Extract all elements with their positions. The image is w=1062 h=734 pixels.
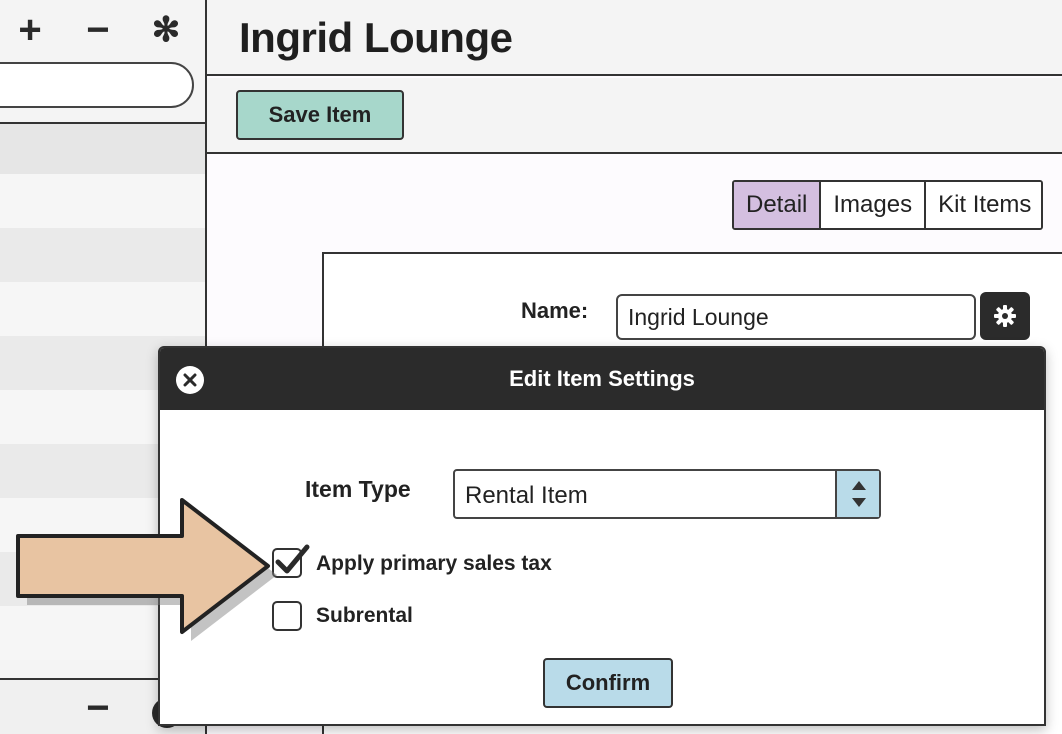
- checkmark-icon: [275, 544, 310, 574]
- close-icon: [183, 373, 197, 387]
- sidebar-search-input[interactable]: [0, 62, 194, 108]
- list-item[interactable]: [0, 174, 205, 228]
- bottom-remove-button[interactable]: −: [86, 686, 110, 730]
- modal-title: Edit Item Settings: [509, 366, 695, 391]
- list-header: [0, 124, 205, 174]
- item-type-value: Rental Item: [465, 482, 588, 509]
- item-type-label: Item Type: [305, 476, 411, 502]
- tab-kit-items[interactable]: Kit Items: [926, 182, 1042, 228]
- item-toolbar: Save Item: [207, 78, 1062, 154]
- apply-tax-checkbox[interactable]: [272, 544, 310, 578]
- close-button[interactable]: [176, 366, 204, 394]
- remove-button[interactable]: −: [86, 8, 110, 52]
- page-header: Ingrid Lounge: [207, 0, 1062, 76]
- subrental-checkbox[interactable]: [272, 601, 302, 631]
- edit-item-settings-modal: Edit Item Settings Item Type Rental Item…: [158, 346, 1046, 726]
- options-button[interactable]: ✻: [151, 11, 181, 49]
- sidebar-toolbar: + − ✻: [0, 0, 205, 60]
- tab-images[interactable]: Images: [821, 182, 927, 228]
- sidebar-divider: [0, 122, 205, 124]
- list-item[interactable]: [0, 228, 205, 282]
- name-label: Name:: [521, 298, 589, 323]
- settings-button[interactable]: [980, 292, 1030, 340]
- list-item[interactable]: [0, 282, 205, 336]
- modal-header: Edit Item Settings: [160, 348, 1044, 410]
- page-title: Ingrid Lounge: [239, 14, 513, 61]
- select-arrows[interactable]: [835, 471, 879, 517]
- item-tabs: Detail Images Kit Items: [732, 180, 1044, 230]
- confirm-button[interactable]: Confirm: [543, 658, 673, 708]
- subrental-label: Subrental: [316, 604, 413, 627]
- name-input[interactable]: [616, 294, 976, 340]
- gear-icon: [994, 305, 1016, 327]
- apply-tax-label: Apply primary sales tax: [316, 552, 552, 575]
- add-button[interactable]: +: [18, 8, 42, 52]
- arrow-annotation-icon: [16, 498, 277, 641]
- save-item-button[interactable]: Save Item: [236, 90, 404, 140]
- up-down-arrows-icon: [852, 481, 866, 507]
- tab-detail[interactable]: Detail: [734, 182, 822, 228]
- item-type-select[interactable]: Rental Item: [453, 469, 881, 519]
